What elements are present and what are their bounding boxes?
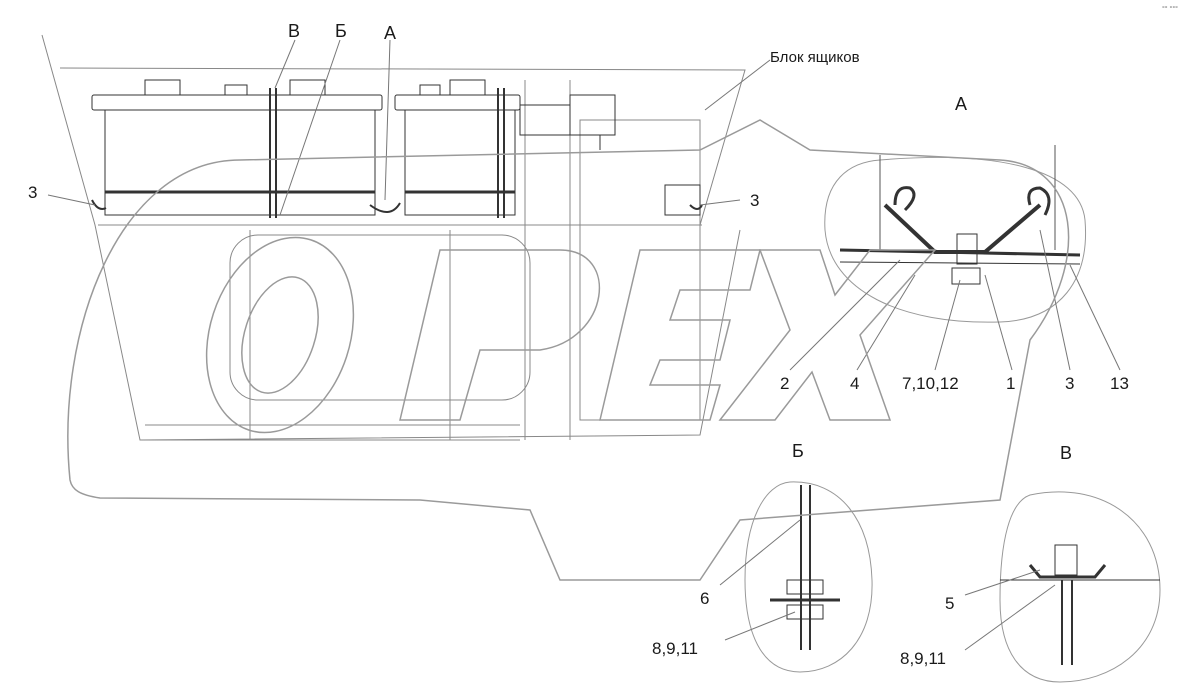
detail-a-part-3: 3	[1065, 374, 1075, 393]
callout-b: Б	[335, 21, 347, 41]
housing-outline	[41, 34, 746, 441]
callout-v: В	[288, 21, 301, 41]
detail-v-part-5: 5	[945, 594, 955, 613]
watermark-logo	[67, 119, 1070, 581]
left-part-3: 3	[28, 183, 38, 202]
battery-right	[369, 79, 703, 218]
block-label: Блок ящиков	[770, 49, 860, 66]
detail-a-part-1: 1	[1006, 374, 1016, 393]
detail-b-part-8-9-11: 8,9,11	[652, 639, 699, 658]
detail-b-part-6: 6	[700, 589, 710, 608]
callout-a: А	[384, 23, 397, 43]
leader-lines	[47, 39, 1121, 651]
detail-v-title: В	[1060, 443, 1073, 463]
detail-a-part-13: 13	[1110, 374, 1129, 393]
detail-v-part-8-9-11: 8,9,11	[900, 649, 947, 668]
right-part-3: 3	[750, 191, 760, 210]
detail-a-part-4: 4	[850, 374, 860, 393]
detail-a-part-7-10-12: 7,10,12	[902, 374, 959, 393]
detail-v-view	[999, 491, 1161, 683]
detail-a-title: А	[955, 94, 968, 114]
detail-b-title: Б	[792, 441, 804, 461]
detail-a-part-2: 2	[780, 374, 790, 393]
detail-b-view	[744, 481, 873, 673]
connector-block	[519, 94, 616, 150]
battery-left	[91, 79, 383, 218]
corner-mark: °° °°°	[1162, 6, 1178, 13]
detail-a-view	[824, 145, 1087, 323]
